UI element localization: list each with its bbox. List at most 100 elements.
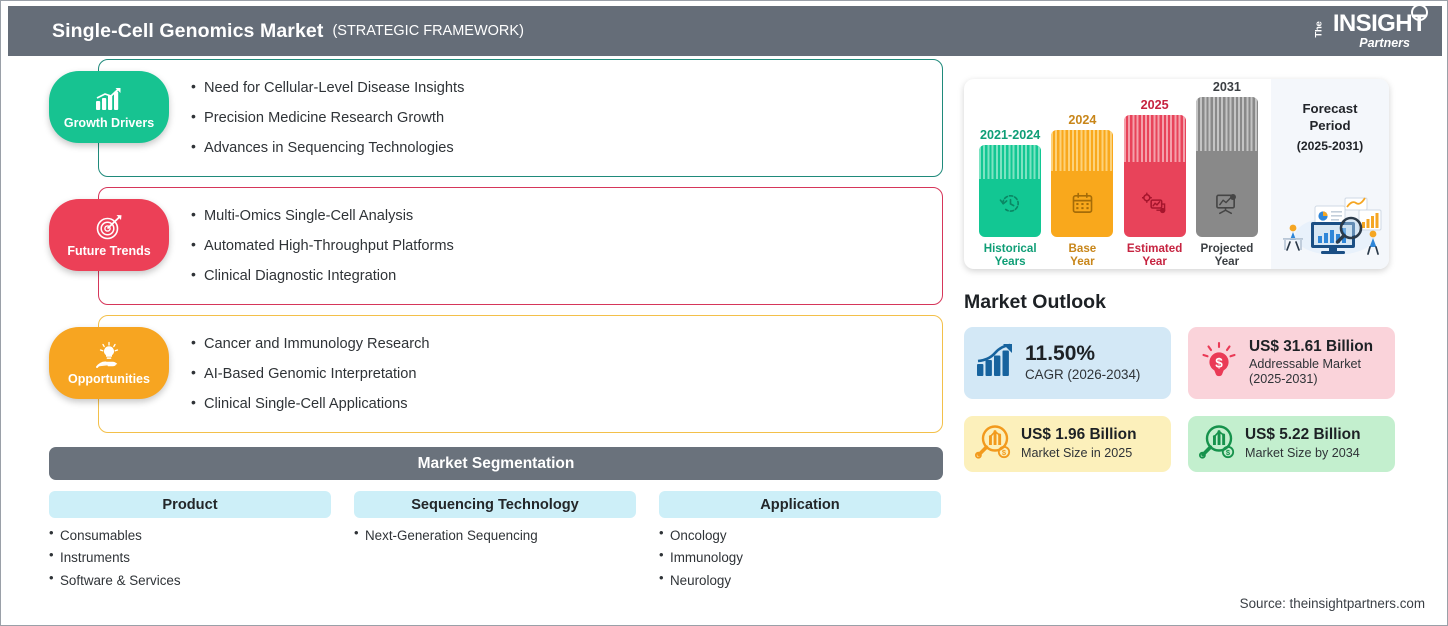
page-header: Single-Cell Genomics Market (STRATEGIC F… [8, 4, 1442, 56]
list-item: Cancer and Immunology Research [191, 335, 430, 352]
svg-text:$: $ [1002, 448, 1007, 457]
list-item: Need for Cellular-Level Disease Insights [191, 79, 464, 96]
badge-opportunities[interactable]: Opportunities [49, 327, 169, 399]
segmentation-columns: Product Consumables Instruments Software… [49, 491, 943, 595]
strip-future-trends: Future Trends Multi-Omics Single-Cell An… [1, 187, 961, 305]
column-list: Consumables Instruments Software & Servi… [49, 526, 331, 588]
market-segmentation: Market Segmentation Product Consumables … [49, 447, 943, 595]
card-value: US$ 1.96 Billion [1021, 426, 1137, 444]
list-item: Oncology [659, 526, 941, 543]
bullet-list: Need for Cellular-Level Disease Insights… [191, 59, 464, 177]
badge-future-trends[interactable]: Future Trends [49, 199, 169, 271]
list-item: Software & Services [49, 571, 331, 588]
list-item: Clinical Single-Cell Applications [191, 395, 430, 412]
bullet-list: Multi-Omics Single-Cell Analysis Automat… [191, 187, 454, 305]
list-item: Immunology [659, 548, 941, 565]
dashboard-analytics-illustration [1275, 190, 1387, 261]
badge-label: Growth Drivers [63, 115, 155, 130]
card-text: US$ 5.22 Billion Market Size by 2034 [1245, 427, 1360, 460]
bar-year-label: 2024 [1068, 112, 1097, 127]
column-header: Product [49, 491, 331, 518]
badge-label: Future Trends [67, 243, 151, 258]
outlook-card-cagr: 11.50% CAGR (2026-2034) [964, 327, 1171, 399]
card-text: US$ 31.61 Billion Addressable Market(202… [1249, 338, 1374, 387]
forecast-period-range: (2025-2031) [1296, 139, 1364, 153]
logo-top-row: The INSIGHT [1313, 4, 1428, 38]
bar-chart-growth-icon [94, 85, 124, 115]
page-title: Single-Cell Genomics Market [52, 19, 324, 42]
bar-shape [1195, 96, 1258, 237]
presentation-screen-icon [1214, 192, 1239, 220]
column-header: Sequencing Technology [354, 491, 636, 518]
analytics-gear-icon [1141, 192, 1167, 220]
logo-circle-icon [1411, 4, 1428, 22]
market-outlook-title: Market Outlook [964, 291, 1106, 313]
card-label: Addressable Market(2025-2031) [1249, 357, 1361, 387]
list-item: Precision Medicine Research Growth [191, 109, 464, 126]
insight-partners-logo: The INSIGHT Partners [1300, 4, 1428, 51]
magnifier-chart-icon: $ [975, 424, 1011, 465]
svg-text:$: $ [1215, 355, 1223, 370]
card-value: US$ 31.61 Billion [1249, 338, 1374, 356]
svg-text:$: $ [1226, 448, 1231, 457]
target-arrow-icon [95, 213, 123, 243]
logo-partners-text: Partners [1359, 36, 1410, 51]
strip-growth-drivers: Growth Drivers Need for Cellular-Level D… [1, 59, 961, 177]
column-list: Oncology Immunology Neurology [659, 526, 941, 588]
list-item: Clinical Diagnostic Integration [191, 267, 454, 284]
segmentation-column-product: Product Consumables Instruments Software… [49, 491, 331, 595]
card-text: 11.50% CAGR (2026-2034) [1025, 343, 1140, 383]
lightbulb-hand-icon [93, 341, 125, 371]
column-list: Next-Generation Sequencing [354, 526, 636, 543]
outlook-cards: 11.50% CAGR (2026-2034) $ [964, 327, 1404, 472]
magnifier-chart-icon: $ [1199, 424, 1235, 465]
bar-stripe-top [1123, 114, 1186, 162]
list-item: Advances in Sequencing Technologies [191, 139, 464, 156]
calendar-icon [1071, 192, 1094, 220]
bar-shape [1123, 114, 1186, 237]
left-column: Growth Drivers Need for Cellular-Level D… [1, 59, 961, 443]
list-item: Consumables [49, 526, 331, 543]
bar-shape [1051, 129, 1114, 237]
clock-rewind-icon [999, 192, 1022, 220]
bar-estimated-year: 2025 [1119, 98, 1191, 269]
card-label: CAGR (2026-2034) [1025, 367, 1141, 383]
card-value: 11.50% [1025, 342, 1096, 366]
bar-stripe-top [1051, 129, 1114, 171]
badge-growth-drivers[interactable]: Growth Drivers [49, 71, 169, 143]
bar-stripe-top [1195, 96, 1258, 151]
card-value: US$ 5.22 Billion [1245, 426, 1361, 444]
outlook-card-addressable-market: $ US$ 31.61 Billion Addressable Market(2… [1188, 327, 1395, 399]
card-label: Market Size by 2034 [1245, 445, 1360, 460]
list-item: AI-Based Genomic Interpretation [191, 365, 430, 382]
bar-chart-arrow-icon [975, 343, 1015, 384]
segmentation-column-sequencing-technology: Sequencing Technology Next-Generation Se… [354, 491, 636, 595]
outlook-card-market-size-2025: $ US$ 1.96 Billion Market Size in 2025 [964, 416, 1171, 472]
segmentation-column-application: Application Oncology Immunology Neurolog… [659, 491, 941, 595]
bar-year-label: 2031 [1212, 79, 1241, 94]
logo-the-text: The [1313, 21, 1325, 38]
badge-label: Opportunities [68, 371, 150, 386]
list-item: Next-Generation Sequencing [354, 526, 636, 543]
list-item: Multi-Omics Single-Cell Analysis [191, 207, 454, 224]
logo-insight-text: INSIGHT [1332, 10, 1427, 38]
bar-stripe-top [979, 144, 1042, 179]
lightbulb-dollar-icon: $ [1199, 341, 1239, 386]
card-label: Market Size in 2025 [1021, 445, 1133, 460]
list-item: Automated High-Throughput Platforms [191, 237, 454, 254]
list-item: Instruments [49, 548, 331, 565]
bar-shape [979, 144, 1042, 237]
bar-year-label: 2025 [1140, 97, 1169, 112]
